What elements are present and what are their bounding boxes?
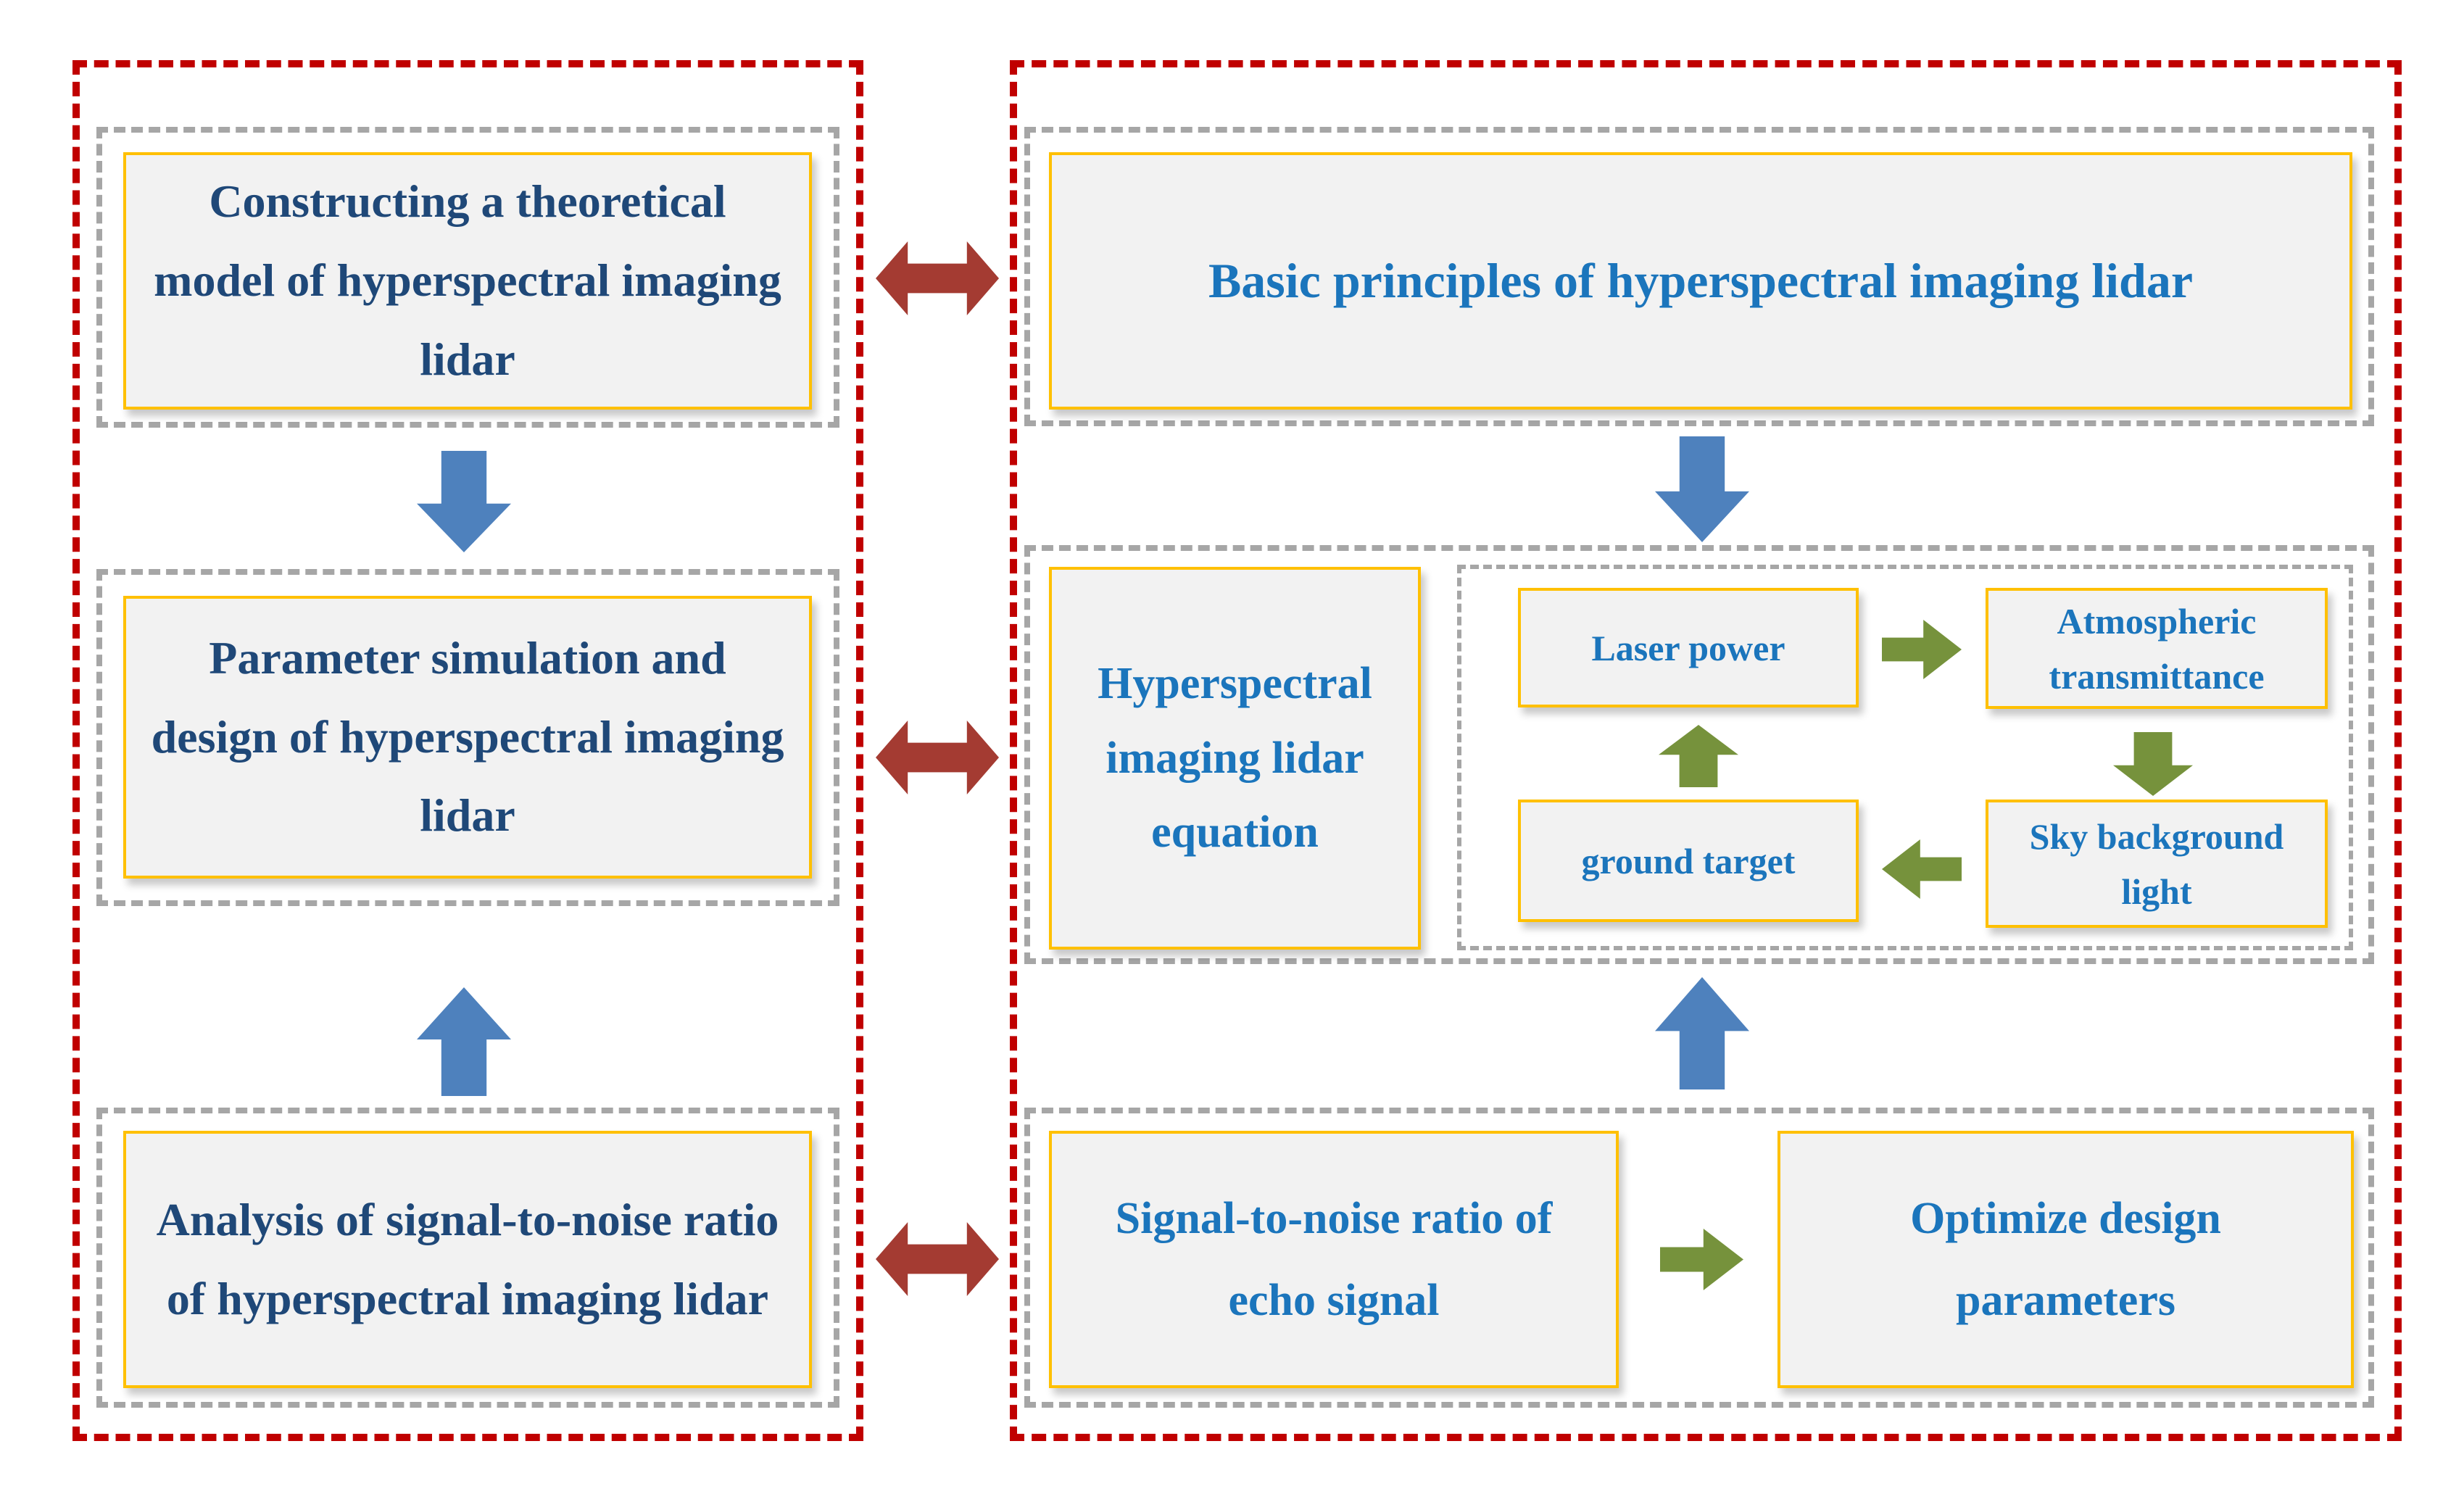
box-parameter-simulation-label: Parameter simulation and design of hyper… [151, 631, 784, 842]
box-ground-target-label: ground target [1581, 840, 1796, 881]
box-sky-background-light-label: Sky background light [2029, 815, 2284, 912]
box-snr-echo-signal: Signal-to-noise ratio of echo signal [1049, 1131, 1619, 1388]
left-group-snr-analysis [96, 1108, 839, 1408]
double-arrow-top-icon [876, 241, 999, 315]
double-arrow-middle-icon [876, 721, 999, 794]
box-sky-background-light: Sky background light [1986, 800, 2328, 928]
cycle-group-box [1457, 565, 2353, 950]
box-theoretical-model-label: Constructing a theoretical model of hype… [154, 175, 781, 385]
box-ground-target: ground target [1518, 800, 1859, 922]
right-group-snr-echo [1024, 1108, 2374, 1408]
left-group-parameter-simulation [96, 569, 839, 906]
box-optimize-parameters-label: Optimize design parameters [1910, 1193, 2221, 1325]
right-group-lidar-equation [1024, 545, 2374, 964]
box-laser-power-label: Laser power [1591, 627, 1785, 668]
right-red-panel [1010, 60, 2402, 1441]
right-group-basic-principles [1024, 127, 2374, 426]
box-basic-principles-label: Basic principles of hyperspectral imagin… [1208, 253, 2194, 309]
box-snr-echo-signal-label: Signal-to-noise ratio of echo signal [1115, 1193, 1553, 1325]
left-red-panel [72, 60, 863, 1441]
double-arrow-bottom-icon [876, 1222, 999, 1296]
box-laser-power: Laser power [1518, 588, 1859, 707]
box-lidar-equation-label: Hyperspectral imaging lidar equation [1098, 658, 1372, 858]
box-parameter-simulation: Parameter simulation and design of hyper… [123, 596, 812, 879]
box-snr-analysis-label: Analysis of signal-to-noise ratio of hyp… [156, 1193, 779, 1324]
box-theoretical-model: Constructing a theoretical model of hype… [123, 152, 812, 410]
box-atmospheric-transmittance-label: Atmospheric transmittance [2049, 600, 2265, 697]
box-optimize-parameters: Optimize design parameters [1778, 1131, 2354, 1388]
left-group-theoretical-model [96, 127, 839, 428]
box-basic-principles: Basic principles of hyperspectral imagin… [1049, 152, 2352, 410]
box-lidar-equation: Hyperspectral imaging lidar equation [1049, 567, 1421, 950]
box-snr-analysis: Analysis of signal-to-noise ratio of hyp… [123, 1131, 812, 1388]
box-atmospheric-transmittance: Atmospheric transmittance [1986, 588, 2328, 709]
